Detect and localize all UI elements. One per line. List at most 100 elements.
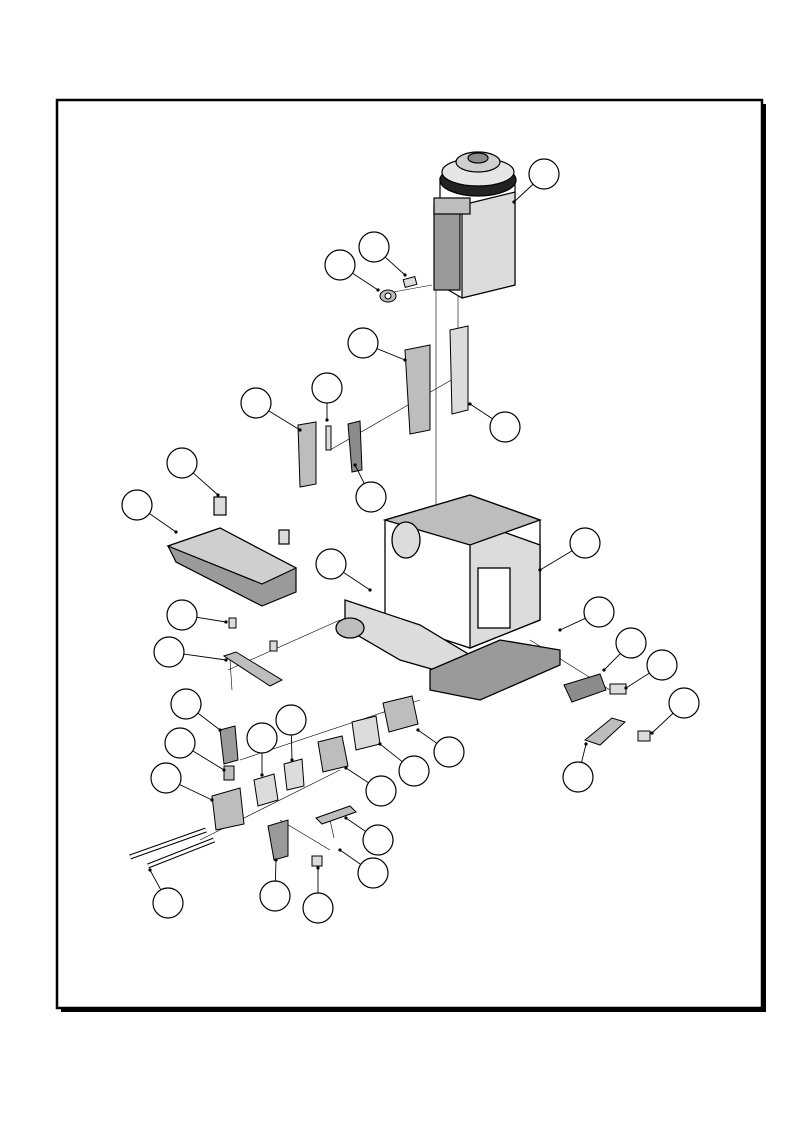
callout-leader — [179, 784, 213, 801]
callout-leader — [513, 183, 534, 203]
callout-leader — [290, 734, 293, 761]
callout-bubble — [302, 892, 334, 924]
callout-arrowhead — [316, 866, 320, 870]
callout-arrowhead — [224, 658, 228, 662]
callout-arrowhead — [298, 428, 302, 432]
callout-bubble — [259, 880, 291, 912]
callout-bubble — [583, 596, 615, 628]
callout-slide-plate — [347, 327, 407, 362]
callout-leader — [343, 571, 371, 591]
callout-bubble — [170, 688, 202, 720]
callout-top-block — [378, 742, 430, 787]
callout-guide-block-b — [275, 704, 307, 762]
callout-leader — [352, 272, 379, 291]
right-plates — [563, 673, 651, 746]
lower-blocks — [129, 695, 419, 869]
callout-arrowhead — [376, 288, 380, 292]
callout-base-plate — [558, 596, 615, 632]
callout-arrowhead — [416, 728, 420, 732]
callout-leader — [149, 869, 162, 891]
callout-leader — [345, 817, 366, 832]
callout-layer — [121, 158, 700, 924]
callout-strip-plate — [344, 816, 394, 856]
callout-bubble — [569, 527, 601, 559]
callout-leader — [379, 743, 403, 763]
callout-leader — [376, 348, 406, 361]
callout-arrowhead — [325, 418, 329, 422]
callout-arrowhead — [538, 568, 542, 572]
callout-leader — [581, 743, 587, 763]
callout-pin — [311, 372, 343, 422]
callout-lever-bracket — [562, 742, 594, 793]
callout-bubble — [275, 704, 307, 736]
callout-bubble — [121, 489, 153, 521]
callout-leader — [183, 653, 227, 661]
callout-feed-dial-unit — [512, 158, 560, 204]
callout-leader — [469, 403, 493, 420]
callout-arrowhead — [468, 402, 472, 406]
callout-arrowhead — [216, 493, 220, 497]
callout-arrowhead — [344, 816, 348, 820]
callout-screw — [358, 231, 407, 277]
callout-arrowhead — [274, 858, 278, 862]
callout-guide-plate-left — [240, 387, 302, 432]
callout-leader — [192, 750, 225, 771]
callout-lower-plate — [602, 627, 647, 672]
callout-base-assembly — [315, 548, 372, 592]
callout-leader — [559, 617, 586, 631]
callout-bubble — [324, 249, 356, 281]
callout-bubble — [668, 687, 700, 719]
callout-leader — [345, 767, 369, 784]
callout-bubble — [365, 775, 397, 807]
callout-arrowhead — [210, 798, 214, 802]
callout-guide-plate-right — [468, 402, 521, 443]
callout-arrowhead — [584, 742, 588, 746]
callout-main-frame — [538, 527, 601, 572]
callout-bubble — [489, 411, 521, 443]
callout-leader — [196, 616, 227, 623]
callout-small-screw — [302, 866, 334, 924]
callout-leader — [197, 712, 221, 731]
callout-arrowhead — [624, 686, 628, 690]
callout-top-cover — [121, 489, 178, 534]
callout-spacer-block — [416, 728, 465, 768]
callout-arrowhead — [602, 668, 606, 672]
callout-bubble — [246, 722, 278, 754]
callout-bubble — [357, 857, 389, 889]
callout-bubble — [164, 727, 196, 759]
callout-arrowhead — [260, 773, 264, 777]
callout-arrowhead — [290, 758, 294, 762]
main-frame — [335, 494, 561, 701]
callout-bubble — [433, 736, 465, 768]
callout-leader — [274, 859, 277, 882]
callout-bubble — [615, 627, 647, 659]
callout-long-bolts — [148, 868, 184, 919]
callout-leader — [384, 256, 406, 276]
callout-arrowhead — [148, 868, 152, 872]
callout-bubble — [166, 447, 198, 479]
callout-arrowhead — [353, 463, 357, 467]
slide-plates — [297, 325, 469, 488]
callout-arrowhead — [403, 358, 407, 362]
callout-leader — [149, 513, 177, 533]
callout-arrowhead — [558, 628, 562, 632]
callout-bubble — [240, 387, 272, 419]
callout-leader — [603, 653, 621, 671]
feed-dial-unit — [433, 151, 517, 299]
callout-leader — [192, 472, 219, 496]
callout-cover-screw — [166, 447, 220, 497]
callout-bubble — [355, 481, 387, 513]
callout-anvil-block — [150, 762, 214, 802]
callout-arrowhead — [338, 848, 342, 852]
callout-leader — [539, 550, 573, 571]
guide-rail — [222, 617, 284, 687]
callout-set-screw — [164, 727, 226, 772]
callout-arrowhead — [174, 530, 178, 534]
callout-plate-screw — [624, 649, 678, 690]
callout-arrowhead — [403, 273, 407, 277]
callout-bubble — [562, 761, 594, 793]
callout-spring-clip — [353, 463, 387, 513]
callout-bubble — [646, 649, 678, 681]
